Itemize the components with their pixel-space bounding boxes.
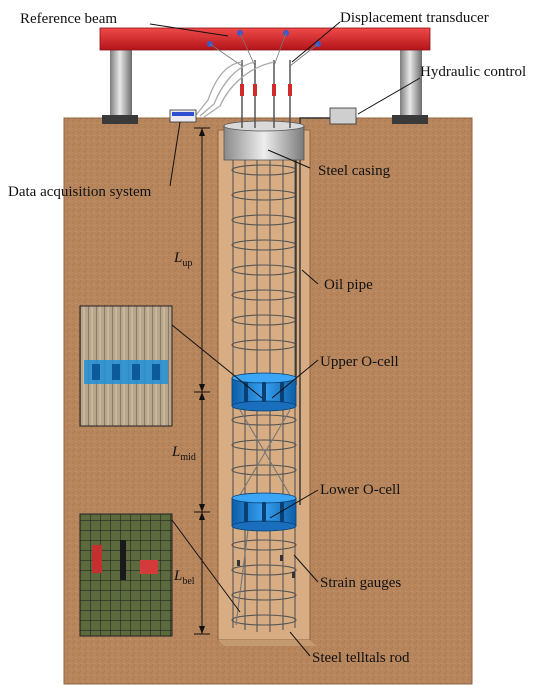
- displacement-transducers: [207, 30, 321, 128]
- data-acquisition-box: [169, 109, 197, 123]
- lower-ocell: [231, 492, 297, 532]
- label-steel-casing: Steel casing: [318, 163, 391, 179]
- leader-lines: [149, 21, 421, 657]
- pillar-right: [392, 48, 428, 124]
- dim-label-mid: Lmid: [171, 444, 196, 463]
- label-oil-pipe: Oil pipe: [324, 277, 373, 293]
- label-strain-gauges: Strain gauges: [320, 575, 401, 591]
- upper-ocell: [231, 372, 297, 412]
- pillar-left: [102, 48, 138, 124]
- label-displacement-transducer: Displacement transducer: [340, 10, 489, 26]
- label-hydraulic-control: Hydraulic control: [420, 64, 526, 80]
- label-lower-ocell: Lower O-cell: [320, 482, 400, 498]
- strain-gauges: [237, 555, 295, 578]
- label-data-acquisition-system: Data acquisition system: [8, 184, 152, 200]
- hydraulic-control-box: [329, 107, 357, 125]
- dimension-lines: [194, 127, 210, 635]
- dim-label-bel: Lbel: [173, 568, 195, 587]
- label-steel-telltals-rod: Steel telltals rod: [312, 650, 410, 666]
- dim-label-up: Lup: [173, 250, 192, 269]
- photo-strain-gauges: [79, 513, 173, 637]
- label-upper-ocell: Upper O-cell: [320, 354, 399, 370]
- reference-beam: [99, 27, 431, 51]
- photo-upper-ocell: [79, 305, 173, 427]
- label-reference-beam: Reference beam: [20, 11, 117, 27]
- data-cables: [195, 61, 275, 118]
- steel-casing: [223, 120, 305, 161]
